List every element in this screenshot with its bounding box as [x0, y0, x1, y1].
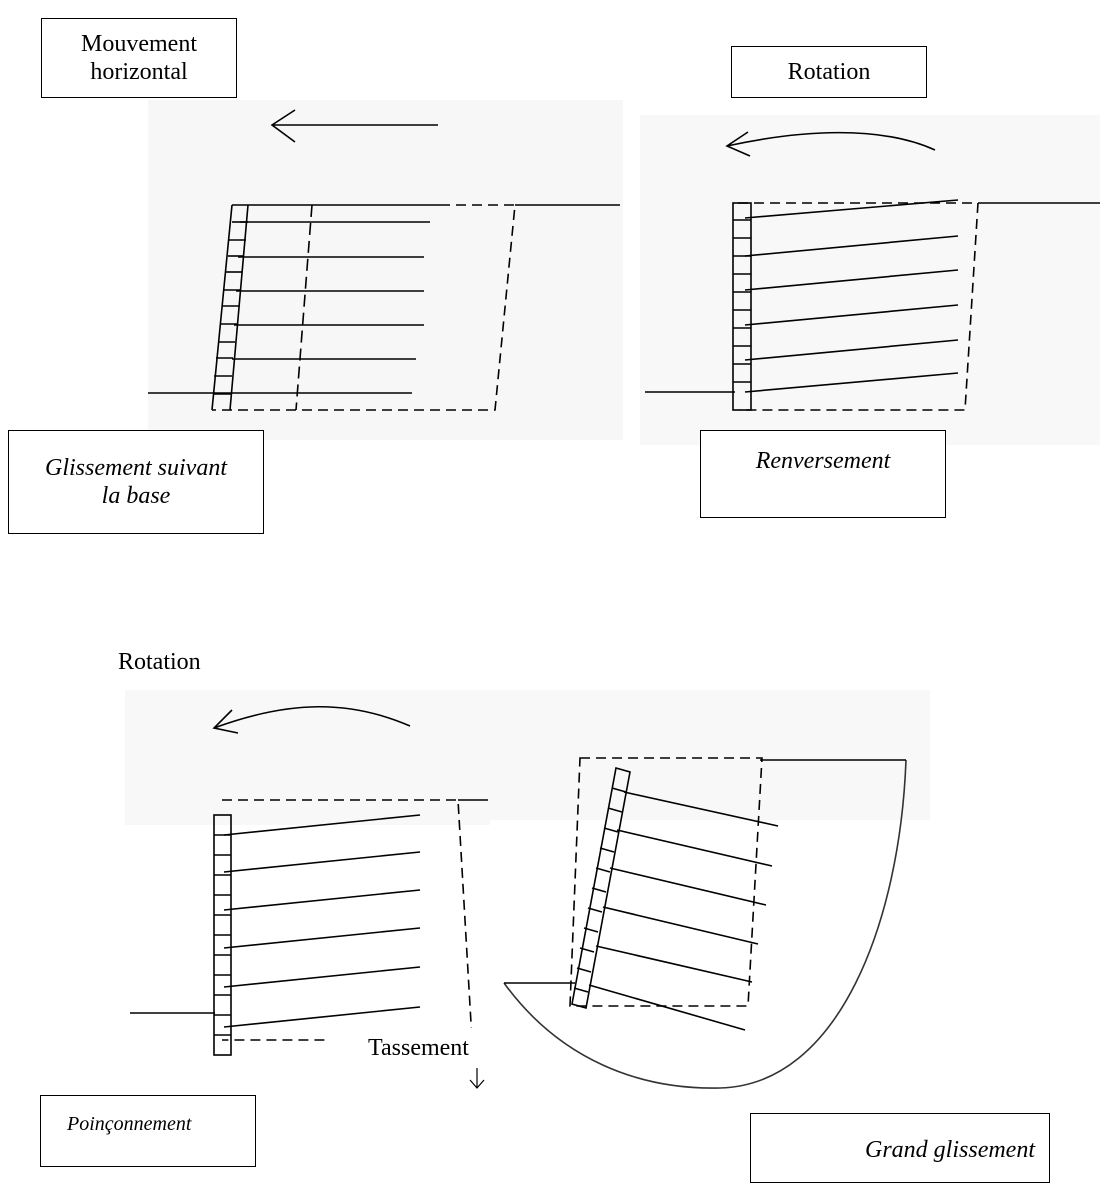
label-rotation-bottom-text: Rotation — [118, 649, 201, 675]
label-punching: Poinçonnement — [40, 1095, 256, 1167]
reinforced-block-outline — [222, 799, 473, 1041]
reinforcement-strips — [744, 199, 959, 393]
slip-circle — [503, 759, 907, 1089]
reinforced-block-outline — [212, 204, 516, 411]
panel-top-right-figure — [645, 131, 1100, 411]
settlement-arrow — [469, 1065, 485, 1089]
panel-bg-top-left — [148, 100, 623, 440]
label-rotation-bottom: Rotation — [118, 648, 201, 676]
label-horizontal-movement-text: Mouvement horizontal — [81, 31, 197, 85]
reinforced-block-outline — [738, 202, 979, 411]
label-overturning: Renversement — [700, 430, 946, 518]
label-rotation-top-text: Rotation — [787, 59, 871, 85]
rotation-arrow — [725, 131, 936, 157]
label-settlement: Tassement — [330, 1028, 496, 1068]
label-large-slip-text: Grand glissement — [865, 1137, 1035, 1163]
panel-bottom-left-figure — [130, 705, 488, 1089]
label-sliding-base: Glissement suivant la base — [8, 430, 264, 534]
label-overturning-text: Renversement — [755, 448, 891, 474]
panel-bg-top-right — [640, 115, 1100, 445]
reinforcement-strips — [148, 221, 430, 394]
wall-block-joints — [214, 834, 231, 1036]
rotation-arrow — [212, 705, 411, 734]
reinforcement-strips — [223, 814, 421, 1028]
label-settlement-text: Tassement — [368, 1035, 469, 1061]
label-rotation-top: Rotation — [731, 46, 927, 98]
label-large-slip: Grand glissement — [750, 1113, 1050, 1183]
reinforced-block-outline — [569, 757, 763, 1007]
panel-bg-bottom-right — [490, 690, 930, 820]
reinforcement-strips — [588, 791, 779, 1031]
wall-block-joints — [573, 787, 627, 993]
inner-dashed-line — [295, 204, 313, 411]
panel-bottom-right-figure — [503, 757, 907, 1089]
label-punching-text: Poinçonnement — [67, 1113, 192, 1135]
horizontal-arrow — [270, 109, 438, 143]
panel-bg-bottom-left — [125, 690, 490, 825]
panel-top-left-figure — [148, 109, 620, 411]
label-sliding-base-text: Glissement suivant la base — [45, 455, 227, 509]
label-horizontal-movement: Mouvement horizontal — [41, 18, 237, 98]
wall-facing — [571, 766, 631, 1010]
